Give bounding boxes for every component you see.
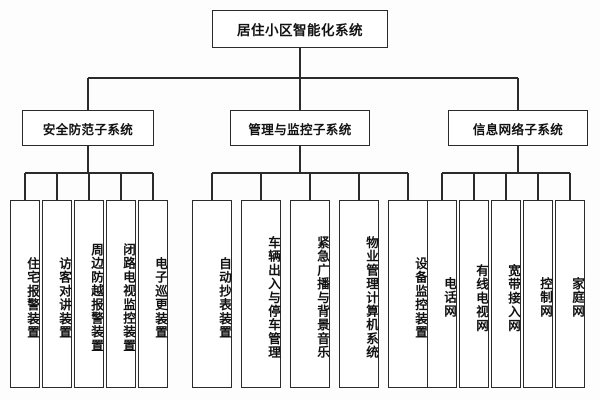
- leaf-node: 控制网: [523, 200, 553, 388]
- leaf-node: 车辆出入与停车管理: [241, 200, 281, 388]
- leaf-node: 访客对讲装置: [42, 200, 72, 388]
- leaf-node: 宽带接入网: [491, 200, 521, 388]
- leaf-node: 周边防越报警装置: [74, 200, 104, 388]
- leaf-node: 紧急广播与背景音乐: [290, 200, 330, 388]
- branch-node-management: 管理与监控子系统: [230, 110, 370, 146]
- root-node: 居住小区智能化系统: [212, 10, 388, 48]
- leaf-node: 自动抄表装置: [192, 200, 232, 388]
- leaf-node: 有线电视网: [459, 200, 489, 388]
- leaf-node: 物业管理计算机系统: [339, 200, 379, 388]
- branch-node-network: 信息网络子系统: [448, 110, 588, 146]
- leaf-node: 家庭网: [555, 200, 585, 388]
- leaf-node: 住宅报警装置: [10, 200, 40, 388]
- leaf-node: 闭路电视监控装置: [106, 200, 136, 388]
- leaf-node: 设备监控装置: [388, 200, 428, 388]
- leaf-node: 电子巡更装置: [138, 200, 168, 388]
- branch-node-security: 安全防范子系统: [22, 110, 154, 146]
- leaf-node: 电话网: [427, 200, 457, 388]
